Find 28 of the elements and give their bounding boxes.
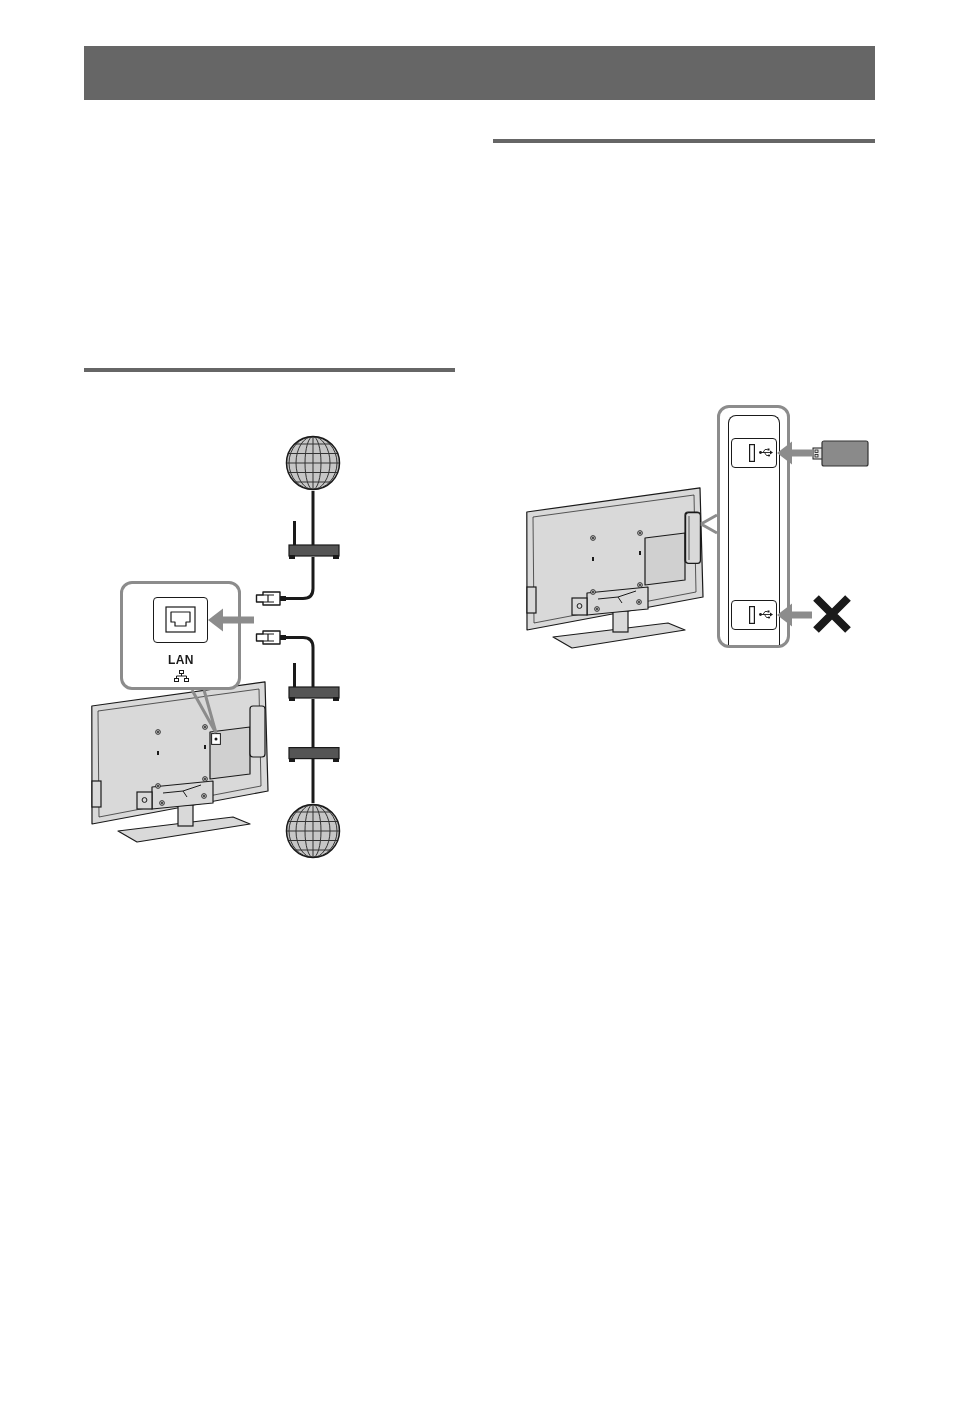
globe-icon	[285, 803, 341, 859]
arrow	[777, 441, 812, 465]
callout-panel	[717, 405, 790, 648]
callout-panel	[120, 581, 241, 690]
lan-port	[153, 597, 208, 643]
callout-pointer	[699, 513, 719, 535]
cable	[286, 636, 315, 687]
cross-icon	[812, 594, 852, 634]
tv-drawing	[526, 487, 704, 650]
port-icon	[211, 733, 221, 745]
cable-plug-icon	[255, 591, 286, 606]
callout-pointer	[190, 688, 218, 735]
cable-plug-icon	[255, 630, 286, 645]
router-icon	[288, 663, 340, 701]
globe-icon	[285, 435, 341, 491]
cable	[311, 699, 315, 747]
usb-port	[731, 438, 777, 468]
cable	[311, 759, 315, 803]
tv-drawing	[91, 681, 269, 844]
usb-stick-icon	[812, 440, 869, 467]
network-device-icon	[288, 747, 340, 762]
usb-port	[731, 600, 777, 630]
side-panel	[685, 512, 701, 564]
cable	[286, 557, 315, 600]
router-icon	[288, 521, 340, 559]
arrow	[208, 608, 254, 632]
cable	[311, 491, 315, 545]
port-label: LAN	[168, 654, 194, 666]
